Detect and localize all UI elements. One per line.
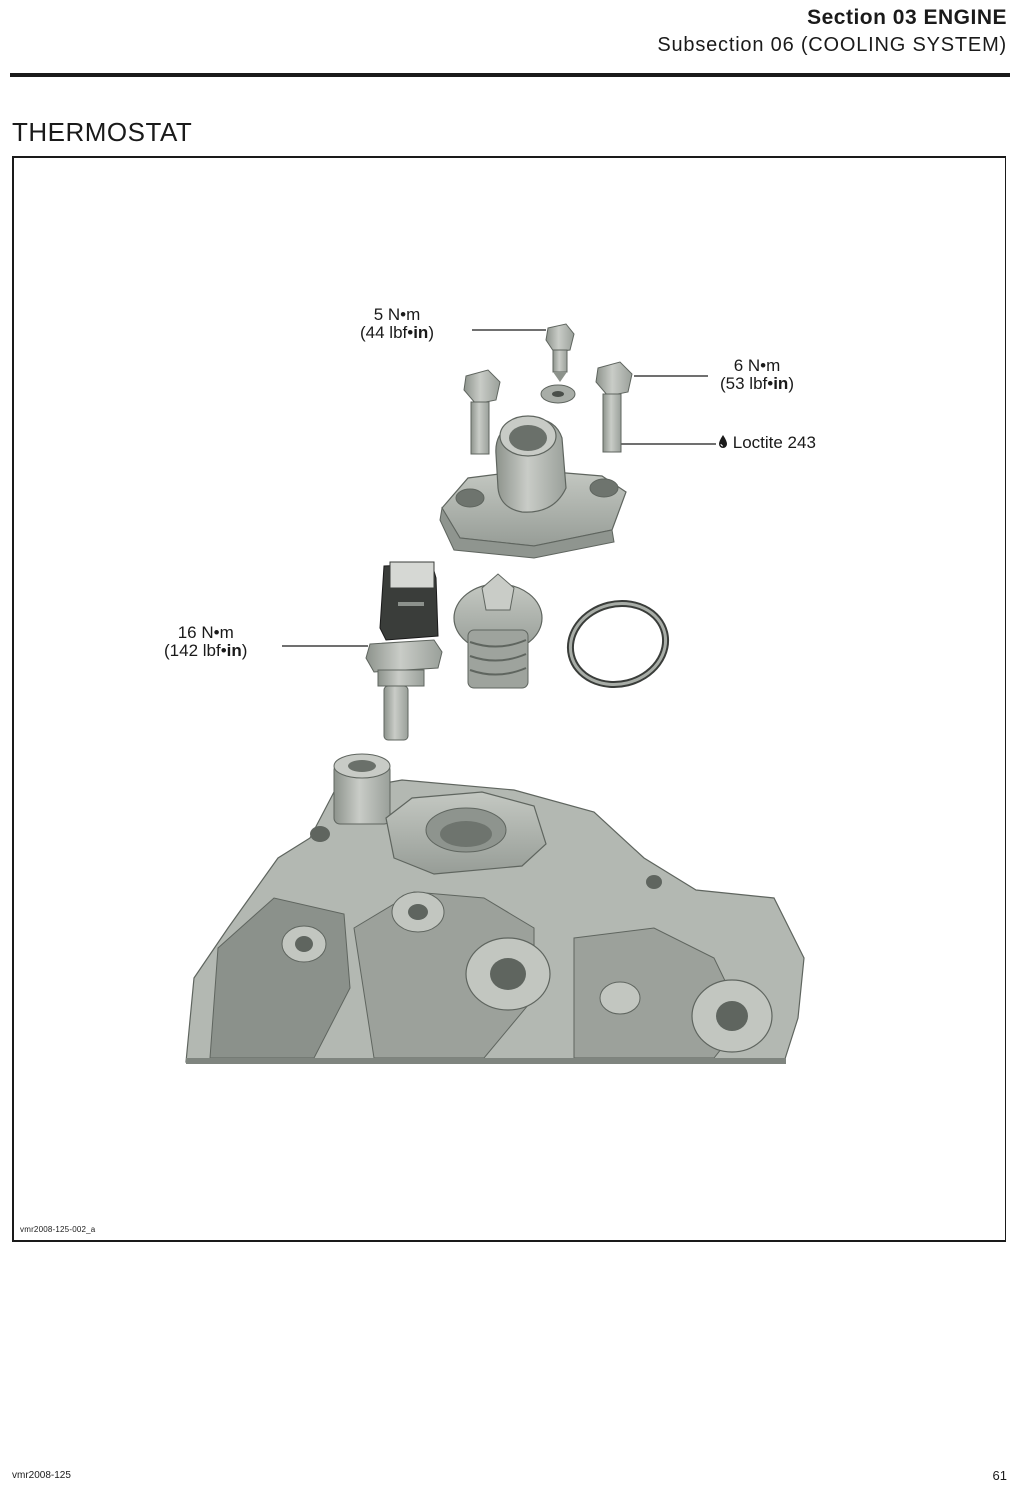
small-bolt-imperial-close: ) <box>428 323 434 342</box>
page-number: 61 <box>992 1468 1007 1483</box>
cylinder-head-part <box>185 753 805 1064</box>
drop-icon <box>719 435 727 448</box>
loctite-label: Loctite 243 <box>732 433 816 452</box>
small-bolt-torque-callout: 5 N•m (44 lbf•in) <box>360 306 434 342</box>
sensor-imperial-unit: in <box>226 641 242 660</box>
large-bolt-imperial-close: ) <box>788 374 794 393</box>
thermostat-exploded-illustration <box>185 323 805 1064</box>
thermostat-housing-part <box>439 415 627 559</box>
temperature-sensor-part <box>365 561 443 741</box>
sensor-imperial-value: (142 lbf• <box>164 641 227 660</box>
washer-part <box>540 384 576 404</box>
page-header: Section 03 ENGINE Subsection 06 (COOLING… <box>657 4 1007 58</box>
leader-lines <box>282 329 716 647</box>
header-rule <box>10 73 1010 77</box>
large-bolt-torque-imperial: (53 lbf•in) <box>720 375 794 393</box>
sensor-torque-metric: 16 N•m <box>177 623 234 642</box>
small-bolt-torque-imperial: (44 lbf•in) <box>360 324 434 342</box>
right-long-bolt-part <box>595 361 633 453</box>
figure-id: vmr2008-125-002_a <box>20 1225 96 1234</box>
large-bolt-torque-metric: 6 N•m <box>733 356 781 375</box>
gasket-ring-part <box>566 599 670 689</box>
sensor-imperial-close: ) <box>241 641 248 660</box>
exploded-view-figure: 5 N•m (44 lbf•in) 6 N•m (53 lbf•in) Loct… <box>12 156 1006 1242</box>
large-bolt-imperial-unit: in <box>773 374 789 393</box>
sensor-torque-callout: 16 N•m (142 lbf•in) <box>164 624 247 660</box>
thermostat-valve-part <box>453 573 543 689</box>
large-bolt-imperial-value: (53 lbf• <box>720 374 774 393</box>
small-bolt-torque-metric: 5 N•m <box>373 305 421 324</box>
small-bolt-imperial-value: (44 lbf• <box>360 323 414 342</box>
small-bolt-imperial-unit: in <box>413 323 429 342</box>
loctite-callout: Loctite 243 <box>718 434 816 452</box>
section-heading: Section 03 ENGINE <box>807 6 1007 29</box>
footer-doc-id: vmr2008-125 <box>12 1470 71 1481</box>
subsection-heading: Subsection 06 (COOLING SYSTEM) <box>657 34 1007 56</box>
left-long-bolt-part <box>463 369 501 455</box>
page-title: THERMOSTAT <box>12 117 193 147</box>
small-bolt-part <box>545 323 575 382</box>
large-bolt-torque-callout: 6 N•m (53 lbf•in) <box>720 357 794 393</box>
sensor-torque-imperial: (142 lbf•in) <box>164 642 247 660</box>
